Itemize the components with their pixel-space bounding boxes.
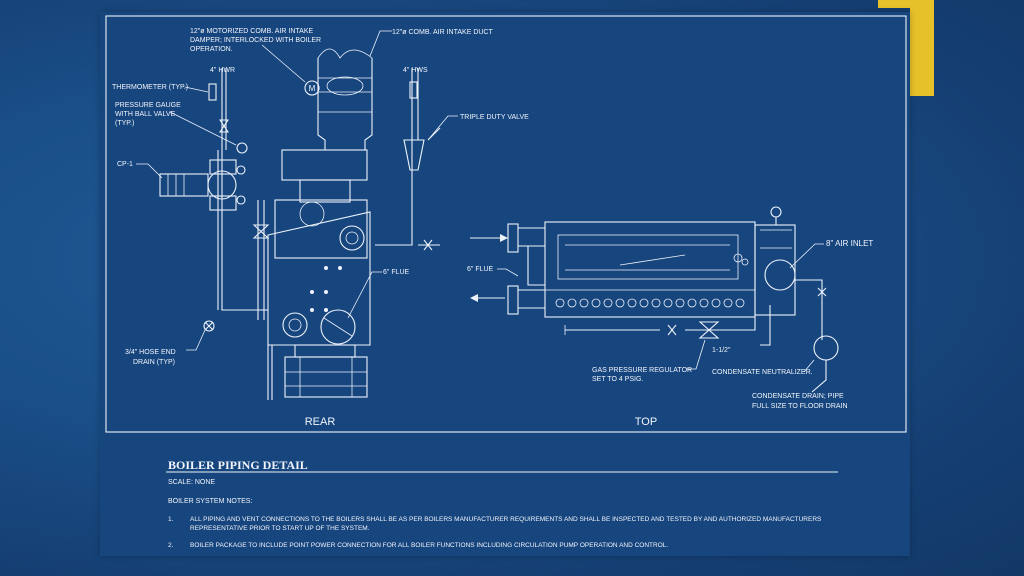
thermometer [208, 83, 217, 101]
boiler-top-body [544, 221, 756, 318]
accent-bar-side [910, 0, 934, 96]
burner-port [615, 298, 625, 308]
top-labels: 8" AIR INLET 6" FLUE 1-1/2" GAS PRESSURE… [467, 239, 873, 428]
burner-port [567, 298, 577, 308]
burner-port [651, 298, 661, 308]
air-inlet-box [754, 224, 796, 316]
hwr-label: 4" HWR [210, 67, 235, 74]
hws-pipe [375, 68, 413, 246]
burner-port [603, 298, 613, 308]
detail-title: BOILER PIPING DETAIL [168, 458, 308, 472]
detail-notes: BOILER PIPING DETAIL SCALE: NONE BOILER … [166, 458, 838, 549]
note-2-number: 2. [168, 542, 174, 549]
supply-flange [339, 225, 365, 251]
gauge-label-line1: PRESSURE GAUGE [115, 102, 181, 109]
air-inlet-label: 8" AIR INLET [826, 239, 873, 248]
condensate-pipe [795, 279, 823, 340]
gas-regulator [698, 321, 720, 339]
burner-port [687, 298, 697, 308]
hwr-pipe [221, 68, 268, 311]
rear-view-title: REAR [305, 416, 336, 428]
note-1-number: 1. [168, 516, 174, 523]
condensate-neutralizer [813, 335, 839, 361]
notes-heading: BOILER SYSTEM NOTES: [168, 498, 252, 505]
top-view-title: TOP [635, 416, 657, 428]
note-2-line1: BOILER PACKAGE TO INCLUDE POINT POWER CO… [190, 542, 668, 549]
air-intake-duct [317, 58, 373, 150]
hwr-ball-valve [218, 119, 230, 133]
burner-port [579, 298, 589, 308]
pressure-gauge [236, 142, 248, 154]
top-flue-label: 6" FLUE [467, 266, 494, 273]
flue-lower [518, 289, 545, 309]
burner-port [591, 298, 601, 308]
hose-label-line2: DRAIN (TYP) [133, 359, 175, 366]
motor-label: M [309, 84, 316, 93]
rear-labels: 12"ø MOTORIZED COMB. AIR INTAKE DAMPER; … [112, 28, 529, 428]
boiler-body [267, 211, 371, 346]
rear-view: M [159, 48, 441, 400]
neutralizer-label: CONDENSATE NEUTRALIZER. [712, 369, 813, 376]
boiler-base [284, 356, 368, 398]
burner-port [699, 298, 709, 308]
cond-drain-label-line2: FULL SIZE TO FLOOR DRAIN [752, 403, 848, 410]
damper-label-line1: 12"ø MOTORIZED COMB. AIR INTAKE [190, 28, 314, 35]
blueprint-sheet: M [100, 12, 910, 556]
rear-flue-label: 6" FLUE [383, 269, 410, 276]
triple-duty-valve [403, 139, 425, 171]
air-inlet [764, 259, 796, 291]
burner-port [675, 298, 685, 308]
damper-motor [304, 80, 320, 96]
triple-duty-label: TRIPLE DUTY VALVE [460, 114, 529, 121]
note-1-line1: ALL PIPING AND VENT CONNECTIONS TO THE B… [190, 516, 822, 523]
drawing-border [105, 15, 907, 433]
cp1-label: CP-1 [117, 161, 133, 168]
damper-label-line3: OPERATION. [190, 46, 233, 53]
flue-outlet [320, 309, 356, 345]
top-view [470, 206, 839, 393]
hose-label-line1: 3/4" HOSE END [125, 349, 176, 356]
boiler-diagram: M [105, 15, 907, 549]
duct-label: 12"ø COMB. AIR INTAKE DUCT [392, 29, 493, 36]
burner-port [723, 298, 733, 308]
damper-label-line2: DAMPER; INTERLOCKED WITH BOILER [190, 37, 321, 44]
gauge-label-line2: WITH BALL VALVE [115, 111, 175, 118]
burner-port [735, 298, 745, 308]
burner-port [639, 298, 649, 308]
pipe-size-label: 1-1/2" [712, 347, 731, 354]
burner-housing [281, 149, 368, 181]
hws-label: 4" HWS [403, 67, 428, 74]
gauge-label-line3: (TYP.) [115, 120, 134, 127]
accent-bar-top [878, 0, 934, 8]
cond-drain-label-line1: CONDENSATE DRAIN; PIPE [752, 393, 844, 400]
regulator-label-line1: GAS PRESSURE REGULATOR [592, 367, 692, 374]
scale-label: SCALE: NONE [168, 479, 215, 486]
hose-drain-rear [204, 321, 214, 331]
note-1-line2: REPRESENTATIVE PRIOR TO START UP OF THE … [190, 525, 370, 532]
burner-port [663, 298, 673, 308]
burner-port [627, 298, 637, 308]
flue-upper [518, 227, 545, 247]
burner-port [711, 298, 721, 308]
burner-port [555, 298, 565, 308]
gas-line [565, 317, 756, 331]
regulator-label-line2: SET TO 4 PSIG. [592, 376, 643, 383]
thermometer-label: THERMOMETER (TYP.) [112, 84, 188, 91]
